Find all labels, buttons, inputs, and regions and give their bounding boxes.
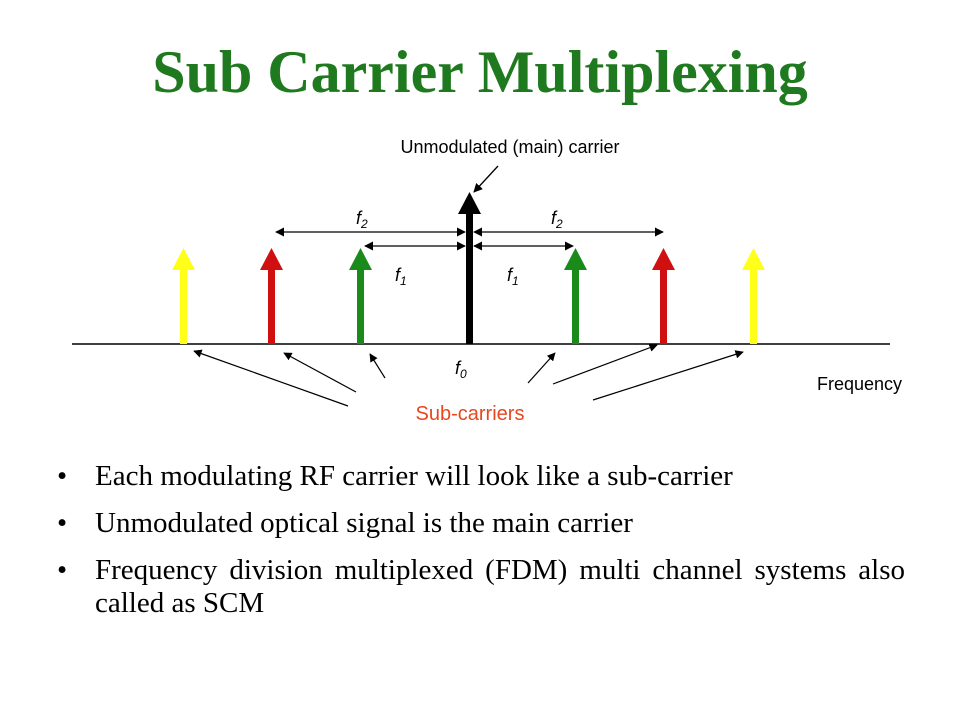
f2-left-label: f2 (356, 208, 368, 231)
subcarrier-pointer-6 (592, 350, 744, 401)
main-carrier-arrow (458, 192, 481, 344)
subcarrier-pointer-3 (369, 353, 386, 379)
f0-label: f0 (455, 358, 467, 381)
subcarrier-pointer-1 (193, 349, 349, 407)
subcarriers-label: Sub-carriers (416, 403, 525, 425)
bullet-item: Unmodulated optical signal is the main c… (55, 507, 905, 540)
main-carrier-pointer-arrow (473, 165, 499, 193)
f1-left-label: f1 (395, 265, 407, 288)
bullet-item: Each modulating RF carrier will look lik… (55, 460, 905, 493)
subcarrier-f3-right-arrow (742, 248, 765, 344)
subcarrier-pointer-4 (527, 352, 556, 384)
f1-right-label: f1 (507, 265, 519, 288)
subcarrier-f3-left-arrow (172, 248, 195, 344)
main-carrier-label: Unmodulated (main) carrier (400, 137, 619, 157)
subcarrier-pointer-2 (283, 352, 357, 393)
f2-right-label: f2 (551, 208, 563, 231)
bullet-list: Each modulating RF carrier will look lik… (55, 460, 905, 634)
bullet-item: Frequency division multiplexed (FDM) mul… (55, 554, 905, 620)
slide-title: Sub Carrier Multiplexing (152, 39, 808, 105)
subcarrier-f2-left-arrow (260, 248, 283, 344)
subcarrier-pointer-5 (552, 343, 658, 385)
frequency-axis-label: Frequency (817, 374, 902, 394)
subcarrier-f1-left-arrow (349, 248, 372, 344)
subcarrier-f1-right-arrow (564, 248, 587, 344)
subcarrier-f2-right-arrow (652, 248, 675, 344)
